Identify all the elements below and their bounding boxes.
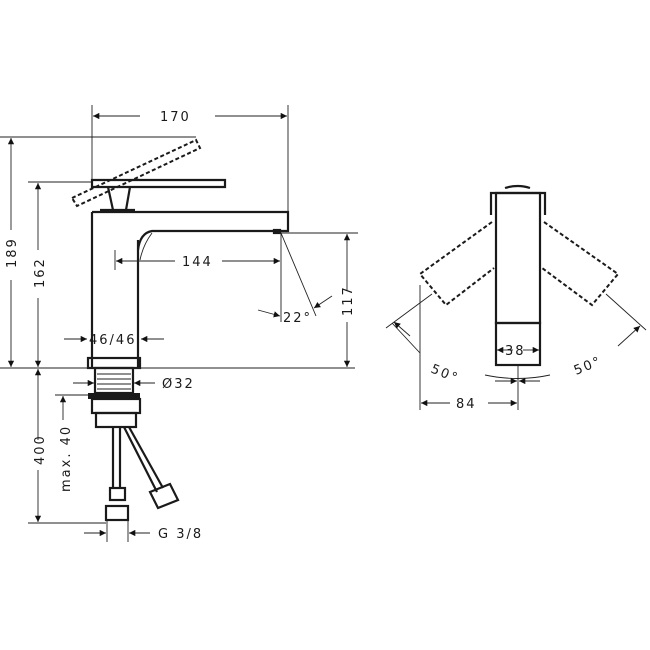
dimension-shank-length: 400 xyxy=(28,369,106,524)
dim-189: 189 xyxy=(5,237,20,268)
dimension-spout-height: 162 xyxy=(28,181,92,367)
dim-117: 117 xyxy=(341,285,356,316)
dim-diameter-32: Ø32 xyxy=(162,377,195,392)
dim-50-left: 50° xyxy=(429,362,462,387)
dimension-thread-diameter: Ø32 xyxy=(73,377,195,392)
dimension-handle-offset: 84 xyxy=(419,285,551,412)
dimension-top-width: 38 xyxy=(497,344,539,359)
faucet-top-view xyxy=(418,184,620,367)
dim-162: 162 xyxy=(33,257,48,288)
dim-50-right: 50° xyxy=(572,354,605,379)
dim-22-degree: 22° xyxy=(283,311,312,326)
dimension-total-height: 189 xyxy=(0,136,355,369)
dim-170: 170 xyxy=(160,110,191,125)
dimension-overall-width: 170 xyxy=(91,105,289,212)
dimension-connection: G 3/8 xyxy=(84,520,203,542)
dimension-base-width: 46/46 xyxy=(64,333,164,348)
dim-400: 400 xyxy=(33,434,48,465)
dim-84: 84 xyxy=(456,397,477,412)
dim-46-46: 46/46 xyxy=(89,333,136,348)
dimension-swivel-left: 50° xyxy=(385,293,462,387)
dimension-max-counter: max. 40 xyxy=(55,394,88,492)
dim-max-40: max. 40 xyxy=(59,425,74,492)
dimension-swivel-right: 50° xyxy=(572,293,647,379)
dimension-outlet-height: 117 xyxy=(281,232,358,367)
dimension-spray-angle: 22° xyxy=(257,232,333,326)
dim-144: 144 xyxy=(182,255,213,270)
dim-g-3-8: G 3/8 xyxy=(158,527,203,542)
dimension-spout-reach: 144 xyxy=(114,250,280,270)
faucet-base xyxy=(86,356,180,522)
dim-38: 38 xyxy=(505,344,526,359)
